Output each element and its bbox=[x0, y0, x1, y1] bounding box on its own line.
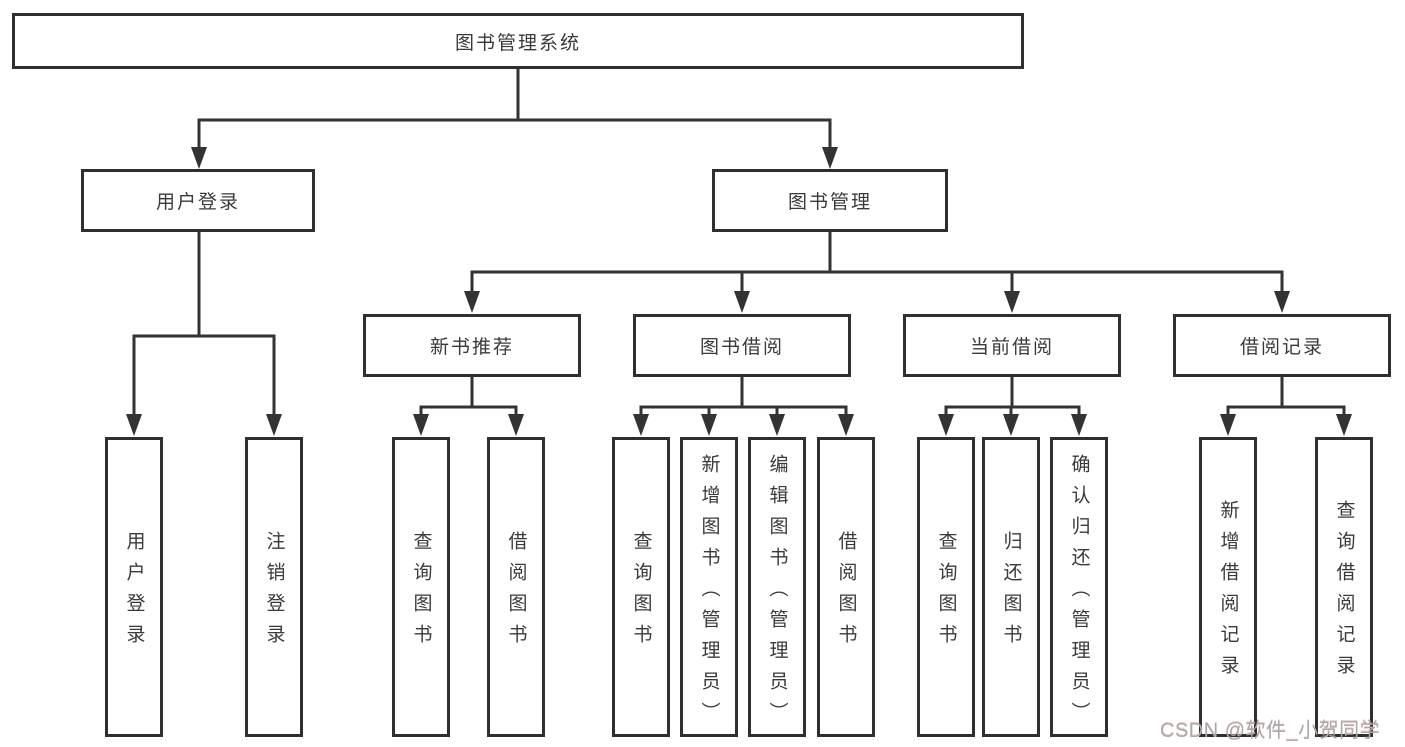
node-borrow-records: 借阅记录 bbox=[1173, 314, 1391, 377]
leaf-borrow-books: 借阅图书 bbox=[817, 437, 875, 737]
node-current-borrow: 当前借阅 bbox=[903, 314, 1121, 377]
connector-book-borrow-split bbox=[639, 377, 848, 417]
leaf-label: 编辑图书（管理员） bbox=[766, 453, 788, 733]
leaf-query-borrow-record: 查询借阅记录 bbox=[1315, 437, 1373, 737]
leaf-label: 借阅图书 bbox=[835, 531, 857, 655]
connector-user-login-split bbox=[132, 232, 276, 417]
leaf-user-login: 用户登录 bbox=[105, 437, 163, 737]
leaf-query-books-recommend: 查询图书 bbox=[392, 437, 450, 737]
node-book-borrow: 图书借阅 bbox=[633, 314, 851, 377]
connector-book-mgmt-split bbox=[470, 232, 1284, 294]
leaf-label: 确认归还（管理员） bbox=[1068, 453, 1090, 733]
leaf-confirm-return-admin: 确认归还（管理员） bbox=[1050, 437, 1108, 737]
leaf-add-borrow-record: 新增借阅记录 bbox=[1199, 437, 1257, 737]
node-new-book-rec: 新书推荐 bbox=[363, 314, 581, 377]
leaf-label: 借阅图书 bbox=[505, 531, 527, 655]
leaf-edit-books-admin: 编辑图书（管理员） bbox=[748, 437, 806, 737]
leaf-query-books-current: 查询图书 bbox=[917, 437, 975, 737]
leaf-label: 查询图书 bbox=[630, 531, 652, 655]
leaf-query-books-borrow: 查询图书 bbox=[612, 437, 670, 737]
leaf-label: 查询图书 bbox=[410, 531, 432, 655]
watermark: CSDN @软件_小贺同学 bbox=[1160, 720, 1381, 742]
connector-records-split bbox=[1226, 377, 1346, 417]
leaf-return-books: 归还图书 bbox=[982, 437, 1040, 737]
leaf-label: 用户登录 bbox=[123, 531, 145, 655]
node-root: 图书管理系统 bbox=[12, 13, 1024, 69]
leaf-logout: 注销登录 bbox=[245, 437, 303, 737]
node-book-mgmt: 图书管理 bbox=[712, 169, 948, 232]
leaf-borrow-books-recommend: 借阅图书 bbox=[487, 437, 545, 737]
leaf-label: 查询借阅记录 bbox=[1333, 500, 1355, 686]
leaf-add-books-admin: 新增图书（管理员） bbox=[680, 437, 738, 737]
leaf-label: 新增借阅记录 bbox=[1217, 500, 1239, 686]
leaf-label: 新增图书（管理员） bbox=[698, 453, 720, 733]
connector-root-split bbox=[197, 69, 832, 150]
connector-new-book-split bbox=[419, 377, 518, 417]
connector-current-borrow-split bbox=[944, 377, 1081, 417]
leaf-label: 注销登录 bbox=[263, 531, 285, 655]
leaf-label: 查询图书 bbox=[935, 531, 957, 655]
leaf-label: 归还图书 bbox=[1000, 531, 1022, 655]
node-user-login: 用户登录 bbox=[81, 169, 315, 232]
